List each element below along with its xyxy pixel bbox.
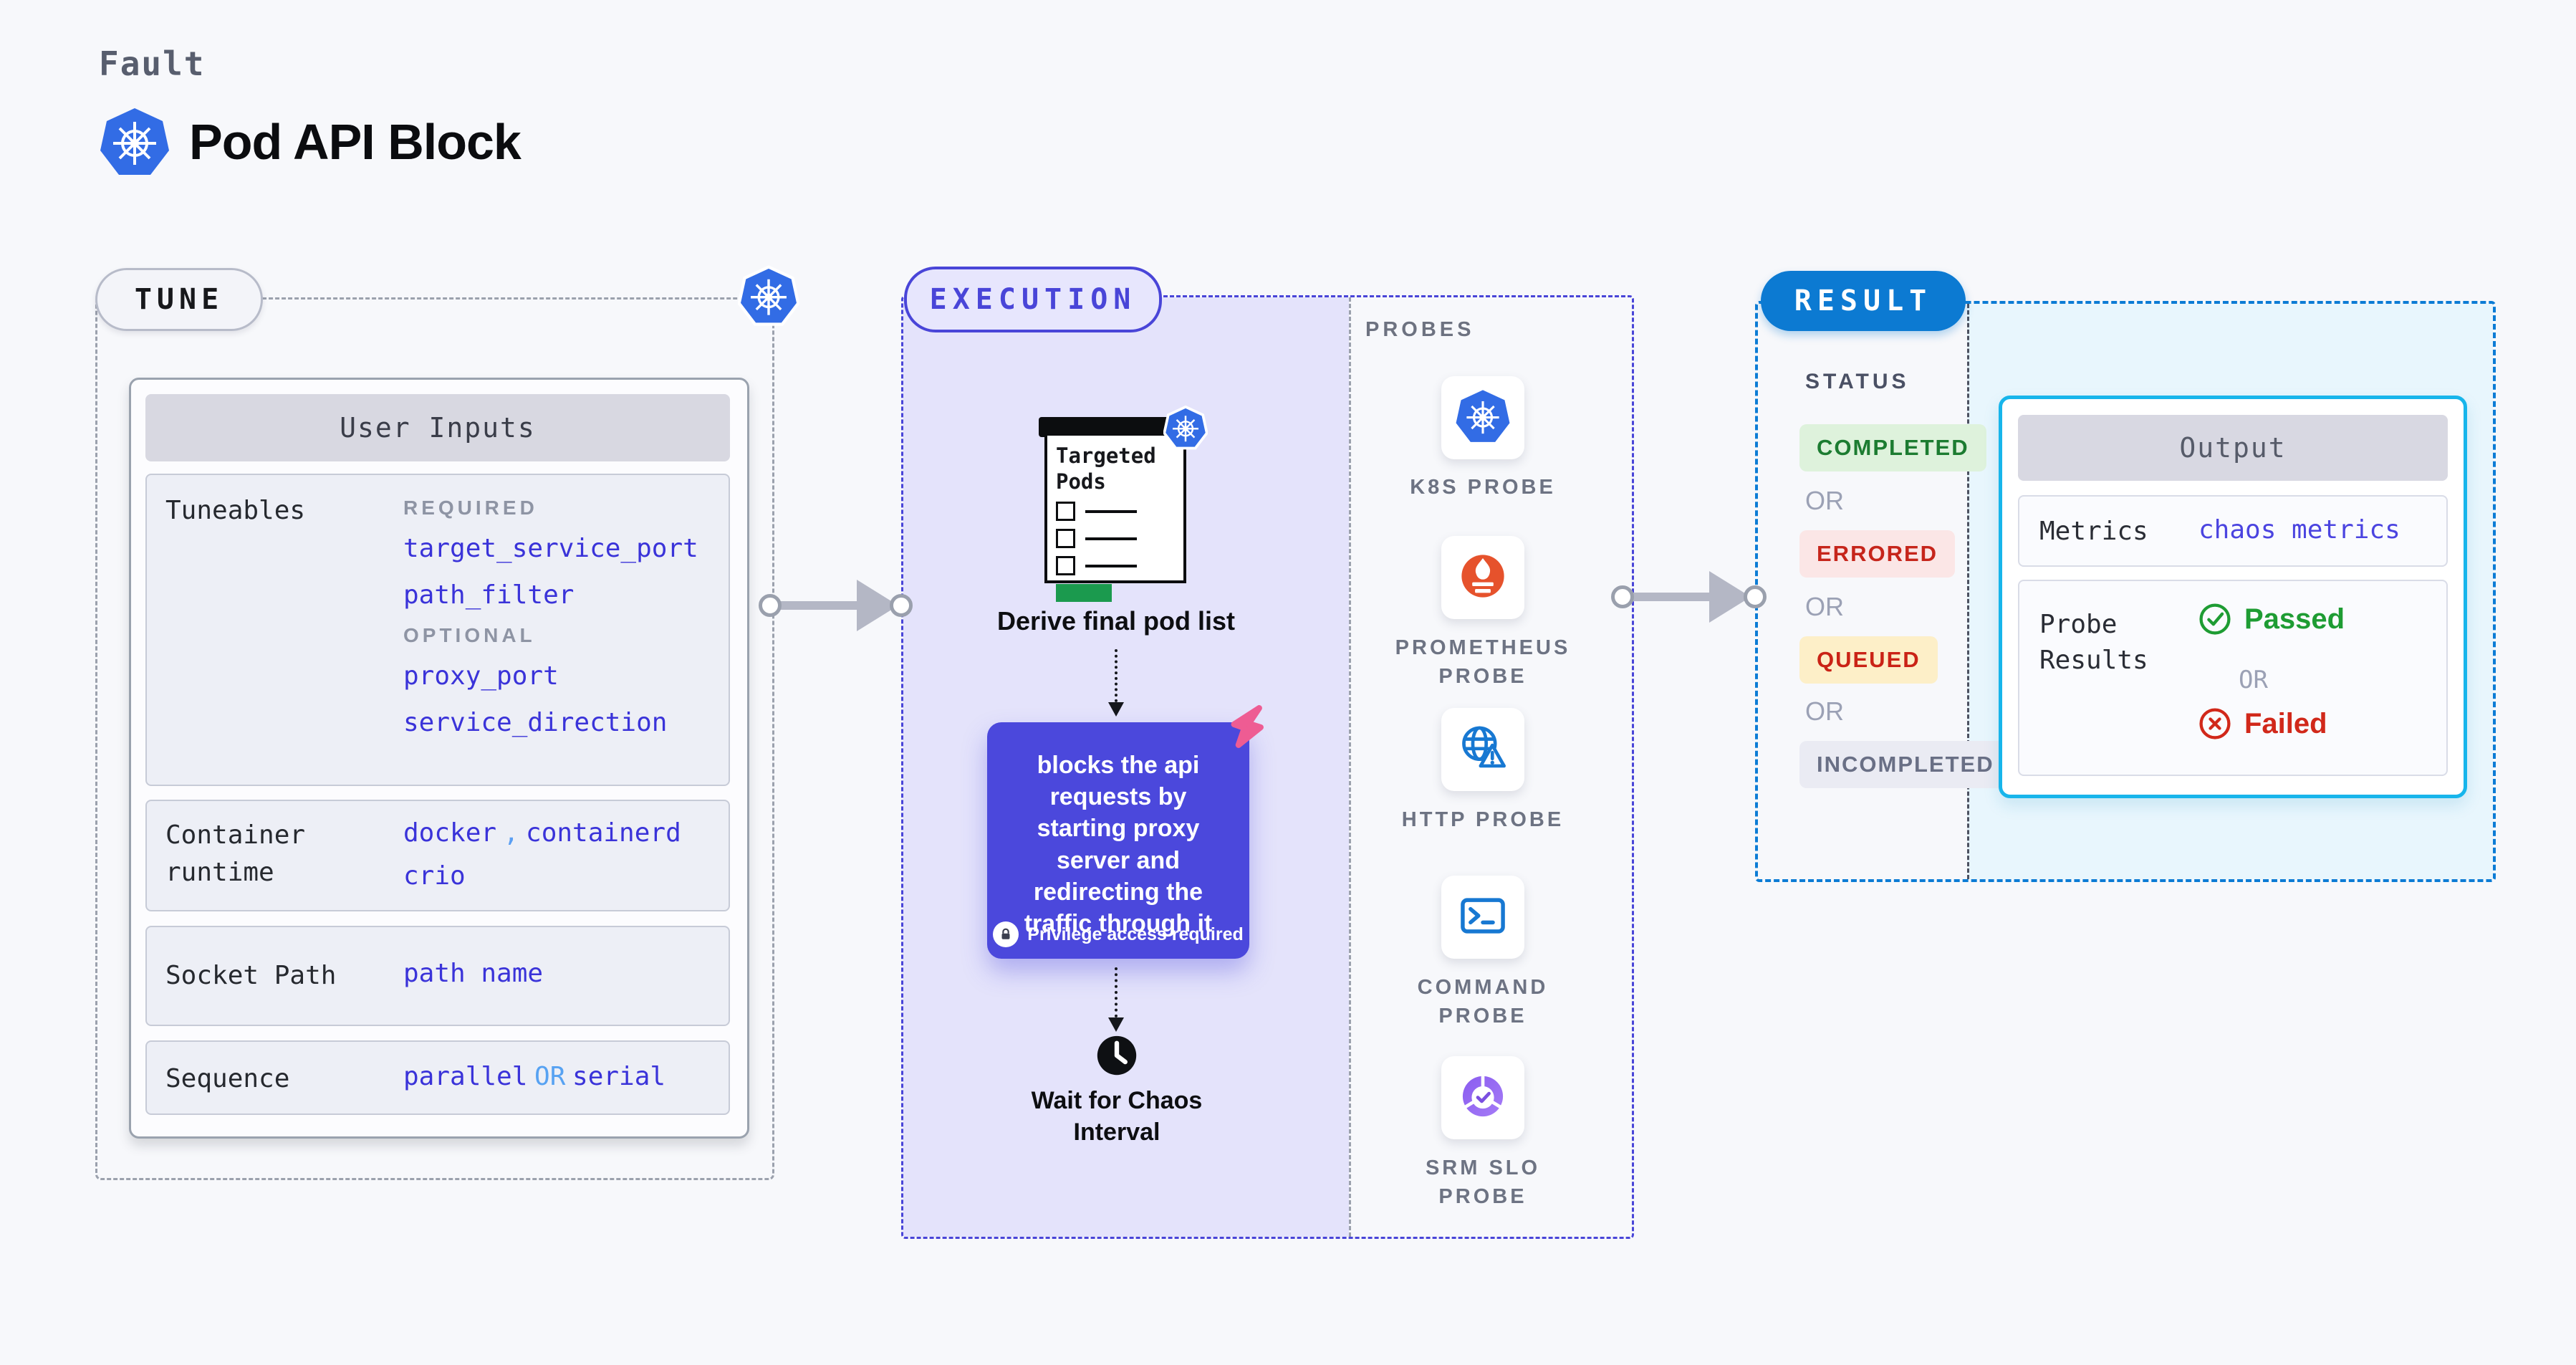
metrics-row: Metrics chaos metrics [2018,495,2448,567]
tuneables-label: Tuneables [165,496,306,525]
probes-heading: PROBES [1365,318,1475,341]
command-probe-label: COMMAND PROBE [1417,976,1549,1028]
metrics-value: chaos metrics [2198,515,2400,545]
x-circle-icon [2199,708,2231,739]
failed-result: Failed [2198,707,2327,740]
http-probe-card [1441,708,1524,791]
field-proxy-port: proxy_port [403,661,559,691]
status-queued-badge: QUEUED [1799,636,1938,684]
chaos-mark-icon [1218,704,1265,751]
tune-badge: TUNE [95,268,263,331]
output-card: Output Metrics chaos metrics Probe Resul… [1999,396,2467,798]
field-target-service-port: target_service_port [403,534,698,563]
fault-description-card: blocks the api requests by starting prox… [987,705,1264,959]
optional-heading: OPTIONAL [403,624,536,646]
probe-results-label: Probe Results [2039,610,2148,675]
page-title: Pod API Block [189,114,522,170]
kubernetes-icon [99,106,170,178]
pod-list-item [1056,529,1175,548]
prometheus-probe-card [1441,536,1524,619]
sequence-row: Sequence parallel OR serial [145,1040,730,1115]
container-runtime-label: Container runtime [165,820,306,887]
result-badge: RESULT [1761,271,1966,331]
check-circle-icon [2199,603,2231,635]
srm-slo-probe-label: SRM SLO PROBE [1425,1156,1541,1208]
http-probe-label: HTTP PROBE [1401,808,1565,831]
kubernetes-icon [737,265,800,327]
command-probe-card [1441,876,1524,959]
status-or: OR [1805,486,1844,515]
connector-dot [890,594,913,617]
terminal-icon [1455,888,1511,947]
prometheus-probe-label: PROMETHEUS PROBE [1395,636,1571,688]
targeted-pods-title: Targeted Pods [1056,444,1156,494]
connector-dot [1611,585,1634,608]
field-path-filter: path_filter [403,580,575,610]
sequence-option-parallel: parallel [403,1062,528,1091]
pod-list-item [1056,502,1175,521]
pod-list-item [1056,556,1175,575]
flow-dotted-line [1115,649,1118,702]
socket-path-label: Socket Path [165,961,337,990]
connector-dot [1744,585,1767,608]
status-or: OR [1805,592,1844,621]
k8s-probe-card [1441,376,1524,459]
status-errored-badge: ERRORED [1799,530,1956,578]
lock-icon [993,921,1019,947]
globe-warning-icon [1455,720,1511,780]
passed-label: Passed [2244,603,2345,635]
tuneables-row: Tuneables REQUIRED target_service_port p… [145,474,730,786]
field-service-direction: service_direction [403,708,668,737]
runtime-value-crio: crio [403,861,466,891]
status-completed-badge: COMPLETED [1799,424,1986,471]
status-heading: STATUS [1805,370,1910,393]
flow-arrowhead [1108,1017,1124,1032]
privilege-note: Privilege access required [1027,924,1244,944]
probe-results-row: Probe Results Passed OR Failed [2018,580,2448,776]
execution-badge: EXECUTION [904,267,1162,332]
k8s-probe-label: K8S PROBE [1410,476,1556,499]
tune-panel [95,297,774,1180]
targeted-pods-icon: Targeted Pods [1039,405,1208,602]
status-incompleted-badge: INCOMPLETED [1799,741,2012,788]
slo-donut-check-icon [1455,1068,1511,1128]
sequence-or: OR [534,1062,566,1091]
page-header: Pod API Block [99,106,522,178]
kubernetes-icon [1163,405,1208,450]
user-inputs-card: User Inputs Tuneables REQUIRED target_se… [129,378,749,1139]
socket-path-row: Socket Path path name [145,926,730,1026]
progress-bar [1056,584,1112,602]
srm-slo-probe-card [1441,1056,1524,1139]
runtime-separator: , [503,818,519,848]
tune-to-execution-arrow [777,601,860,610]
prometheus-icon [1455,548,1511,608]
status-or: OR [1805,696,1844,726]
socket-path-value: path name [403,959,544,988]
flow-dotted-line [1115,967,1118,1017]
container-runtime-row: Container runtime docker , containerd cr… [145,800,730,911]
derive-pod-list-label: Derive final pod list [996,606,1236,636]
results-or: OR [2239,666,2268,694]
fault-kicker: Fault [99,44,206,83]
connector-dot [759,594,782,617]
passed-result: Passed [2198,603,2345,636]
wait-chaos-interval-label: Wait for Chaos Interval [1031,1087,1203,1146]
runtime-value-docker: docker [403,818,497,848]
clock-icon [1096,1035,1138,1076]
probes-to-result-arrow [1633,593,1713,601]
metrics-label: Metrics [2039,517,2148,546]
sequence-label: Sequence [165,1064,290,1093]
failed-label: Failed [2244,707,2327,739]
user-inputs-header: User Inputs [145,394,730,461]
fault-description-text: blocks the api requests by starting prox… [1024,752,1213,937]
required-heading: REQUIRED [403,497,538,519]
runtime-value-containerd: containerd [526,818,681,848]
flow-arrowhead [1108,702,1124,717]
kubernetes-icon [1455,388,1511,448]
output-header: Output [2018,415,2448,481]
sequence-option-serial: serial [572,1062,666,1091]
